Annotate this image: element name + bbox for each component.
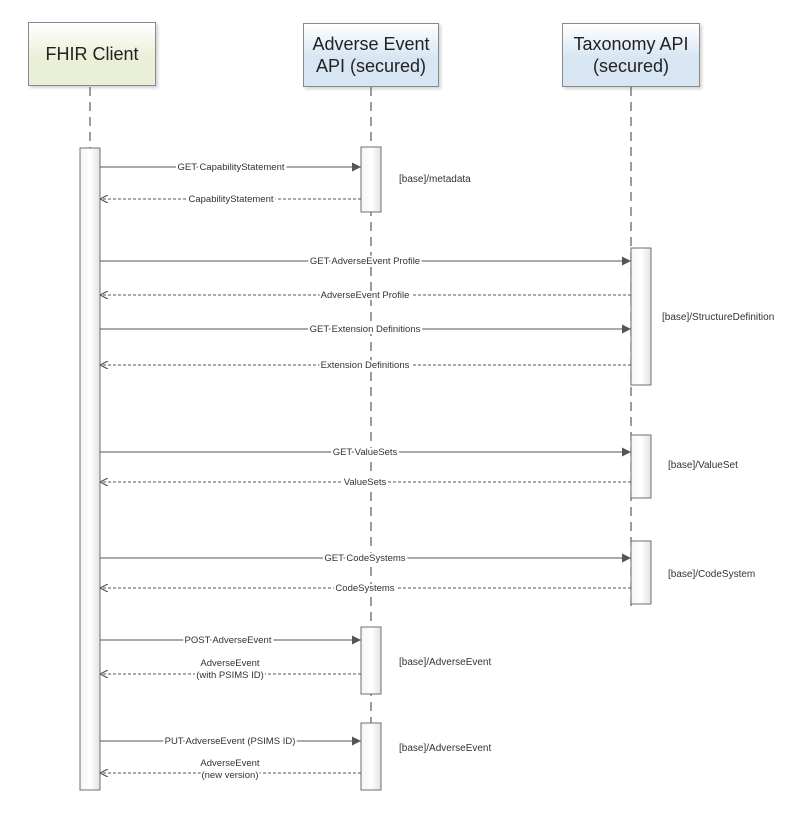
message-label: AdverseEvent (200, 658, 260, 669)
endpoint-note-adverseevent-put: [base]/AdverseEvent (399, 743, 491, 754)
endpoint-note-structuredefinition: [base]/StructureDefinition (662, 312, 774, 323)
message-label: POST AdverseEvent (185, 635, 272, 646)
activation-bar-codesystem (630, 540, 652, 605)
message-label: GET CodeSystems (324, 553, 405, 564)
participant-label-line-2: API (secured) (315, 56, 427, 76)
activation-bar-metadata (360, 146, 382, 213)
message-label: PUT AdverseEvent (PSIMS ID) (165, 736, 296, 747)
message-label: GET ValueSets (333, 447, 398, 458)
endpoint-note-adverseevent-post: [base]/AdverseEvent (399, 657, 491, 668)
endpoint-note-codesystem: [base]/CodeSystem (668, 569, 755, 580)
message-label: ValueSets (344, 477, 387, 488)
endpoint-note-metadata: [base]/metadata (399, 174, 471, 185)
activation-bar-fhir-client (79, 147, 101, 791)
message-label: CapabilityStatement (188, 194, 273, 205)
activation-bar-put-adverseevent (360, 722, 382, 791)
activation-bar-structure-definition (630, 247, 652, 386)
message-label: (new version) (201, 770, 258, 781)
message-label: Extension Definitions (321, 360, 410, 371)
endpoint-note-valueset: [base]/ValueSet (668, 460, 738, 471)
message-label: (with PSIMS ID) (196, 670, 264, 681)
message-label: AdverseEvent (200, 758, 260, 769)
participant-taxonomy-api: Taxonomy API (secured) (562, 23, 700, 87)
participant-label-line-1: Taxonomy API (573, 33, 689, 54)
participant-fhir-client: FHIR Client (28, 22, 156, 86)
message-label: GET Extension Definitions (310, 324, 421, 335)
message-label: CodeSystems (335, 583, 394, 594)
message-label: GET AdverseEvent Profile (310, 256, 420, 267)
message-label: AdverseEvent Profile (321, 290, 410, 301)
participant-label-line-2: (secured) (592, 56, 670, 76)
participant-adverse-event-api: Adverse Event API (secured) (303, 23, 439, 87)
participant-label: FHIR Client (45, 43, 139, 64)
activation-bar-post-adverseevent (360, 626, 382, 695)
activation-bar-valueset (630, 434, 652, 499)
participant-label-line-1: Adverse Event (312, 33, 430, 54)
message-label: GET CapabilityStatement (177, 162, 284, 173)
